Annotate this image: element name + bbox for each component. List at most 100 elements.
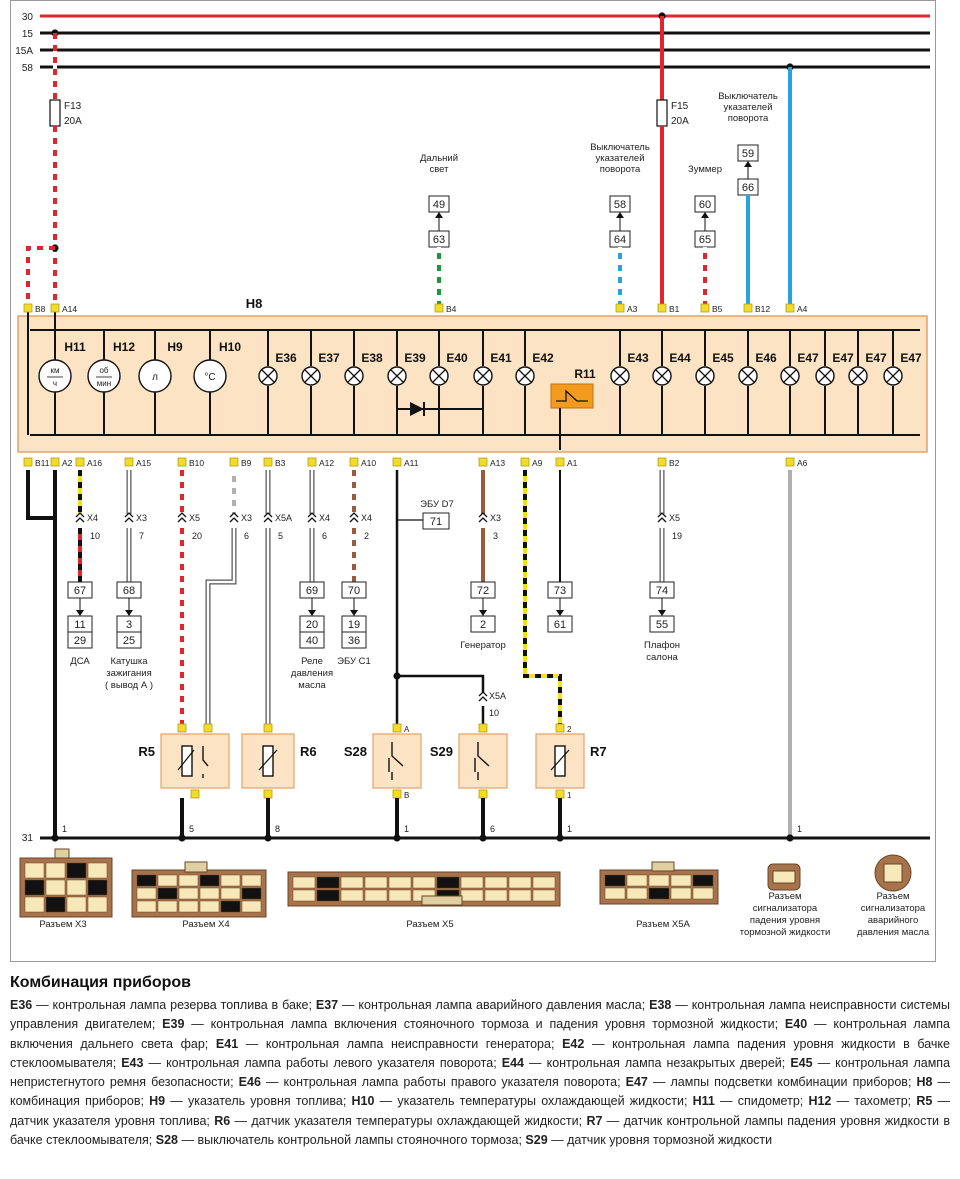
terminal-box-label: 74	[656, 585, 668, 597]
bus-label: 15	[22, 29, 34, 40]
legend-code: E38	[649, 998, 672, 1012]
lamp-cross	[476, 369, 490, 383]
legend-code: H9	[149, 1094, 166, 1109]
connector-name: X3	[136, 513, 147, 523]
resistor-icon	[554, 745, 566, 777]
plug-caption: падения уровня	[750, 915, 820, 926]
arrow-icon	[744, 161, 752, 167]
wire-r5b	[205, 528, 237, 732]
ground-pin-label: 1	[797, 824, 802, 834]
plug-cell	[670, 874, 692, 887]
legend-desc: датчик уровня тормозной жидкости	[567, 1133, 773, 1148]
fuse-name: F15	[671, 101, 689, 112]
relay-symbol	[556, 389, 588, 402]
lamp-cross	[518, 369, 532, 383]
connector-name: X5A	[489, 691, 506, 701]
legend-desc: спидометр	[737, 1094, 800, 1109]
plug-cell	[292, 876, 316, 889]
connector-name: X3	[490, 513, 501, 523]
plug-brake-fluid-inner	[772, 870, 796, 884]
legend-code: E43	[121, 1055, 144, 1070]
plug-cell	[157, 887, 178, 900]
fuse-f13	[49, 99, 61, 127]
switch-icon	[202, 746, 209, 778]
lead	[396, 519, 423, 530]
ground-pin-label: 8	[275, 824, 280, 834]
lamp-e47-icon	[848, 366, 868, 386]
wire-r5b-core	[206, 528, 236, 732]
terminal-box-label: 19	[348, 619, 360, 631]
terminal-box	[649, 615, 675, 633]
legend-desc: указатель уровня топлива	[187, 1094, 343, 1109]
plug-cell	[340, 876, 364, 889]
plug-cell	[626, 874, 648, 887]
plug-cell	[45, 896, 66, 913]
plug-caption: тормозной жидкости	[740, 927, 831, 938]
ground-pin-label: 1	[404, 824, 409, 834]
pin-label: A1	[567, 458, 578, 468]
terminal-box-label: 25	[123, 635, 135, 647]
connector-name: X4	[319, 513, 330, 523]
bus-label: 30	[22, 12, 34, 23]
connector-name: X3	[241, 513, 252, 523]
sensor-pin	[478, 789, 488, 799]
cluster-bottom-pin	[50, 457, 60, 467]
pin-label: A16	[87, 458, 102, 468]
connector-mark-icon	[75, 512, 85, 523]
fuse-rating: 20A	[64, 116, 82, 127]
plug-cell	[436, 876, 460, 889]
plug-cell	[136, 887, 157, 900]
sensor-pin	[555, 789, 565, 799]
ground-label: 31	[22, 833, 34, 844]
lamp-name: E38	[361, 351, 383, 365]
cluster-top-pin	[743, 303, 753, 313]
junction-dot	[51, 834, 59, 842]
plug-cell	[157, 874, 178, 887]
lamp-name: E47	[865, 351, 887, 365]
plug-cell	[45, 879, 66, 896]
lamp-e41-icon	[473, 366, 493, 386]
legend-code: S28	[155, 1133, 178, 1148]
arrow-icon	[556, 610, 564, 616]
pin-label: A9	[532, 458, 543, 468]
terminal-box-label: 55	[656, 619, 668, 631]
lamp-cross	[851, 369, 865, 383]
variable-arrow	[550, 749, 570, 771]
lamp-e43-icon	[610, 366, 630, 386]
plug-cell	[24, 879, 45, 896]
cluster-name: H8	[246, 296, 263, 311]
lamp-e36-icon	[258, 366, 278, 386]
plug-x4-icon	[131, 869, 267, 918]
sensor-pin	[190, 789, 200, 799]
plug-cell	[626, 887, 648, 900]
legend-desc: контрольная лампа падения уровня жидкост…	[10, 1036, 950, 1070]
plug-cell	[24, 896, 45, 913]
plug-cell	[648, 874, 670, 887]
connector-name: X5	[189, 513, 200, 523]
sensor-pin	[263, 723, 273, 733]
wire-a9-stripe	[523, 470, 562, 732]
terminal-box-label: 72	[477, 585, 489, 597]
lamp-name: E47	[900, 351, 922, 365]
plug-key	[651, 861, 675, 872]
pin-label: A13	[490, 458, 505, 468]
legend-code: E47	[625, 1075, 648, 1090]
plug-cell	[157, 900, 178, 913]
legend-text: E36 — контрольная лампа резерва топлива …	[10, 998, 951, 1148]
plug-cell	[136, 874, 157, 887]
plug-cell	[66, 896, 87, 913]
lamp-e42-icon	[515, 366, 535, 386]
terminal-box	[547, 615, 573, 633]
sensor-pin	[392, 789, 402, 799]
block-label: Генератор	[460, 640, 506, 651]
pin-label: A10	[361, 458, 376, 468]
pin-label: A12	[319, 458, 334, 468]
pin-label: A14	[62, 304, 77, 314]
plug-cell	[87, 879, 108, 896]
gauge-face-label: ч	[53, 379, 57, 388]
legend-code: E36	[10, 998, 33, 1012]
plug-caption: сигнализатора	[753, 903, 818, 914]
plug-cell	[241, 900, 262, 913]
arrow-icon	[658, 610, 666, 616]
lamp-name: E36	[275, 351, 297, 365]
